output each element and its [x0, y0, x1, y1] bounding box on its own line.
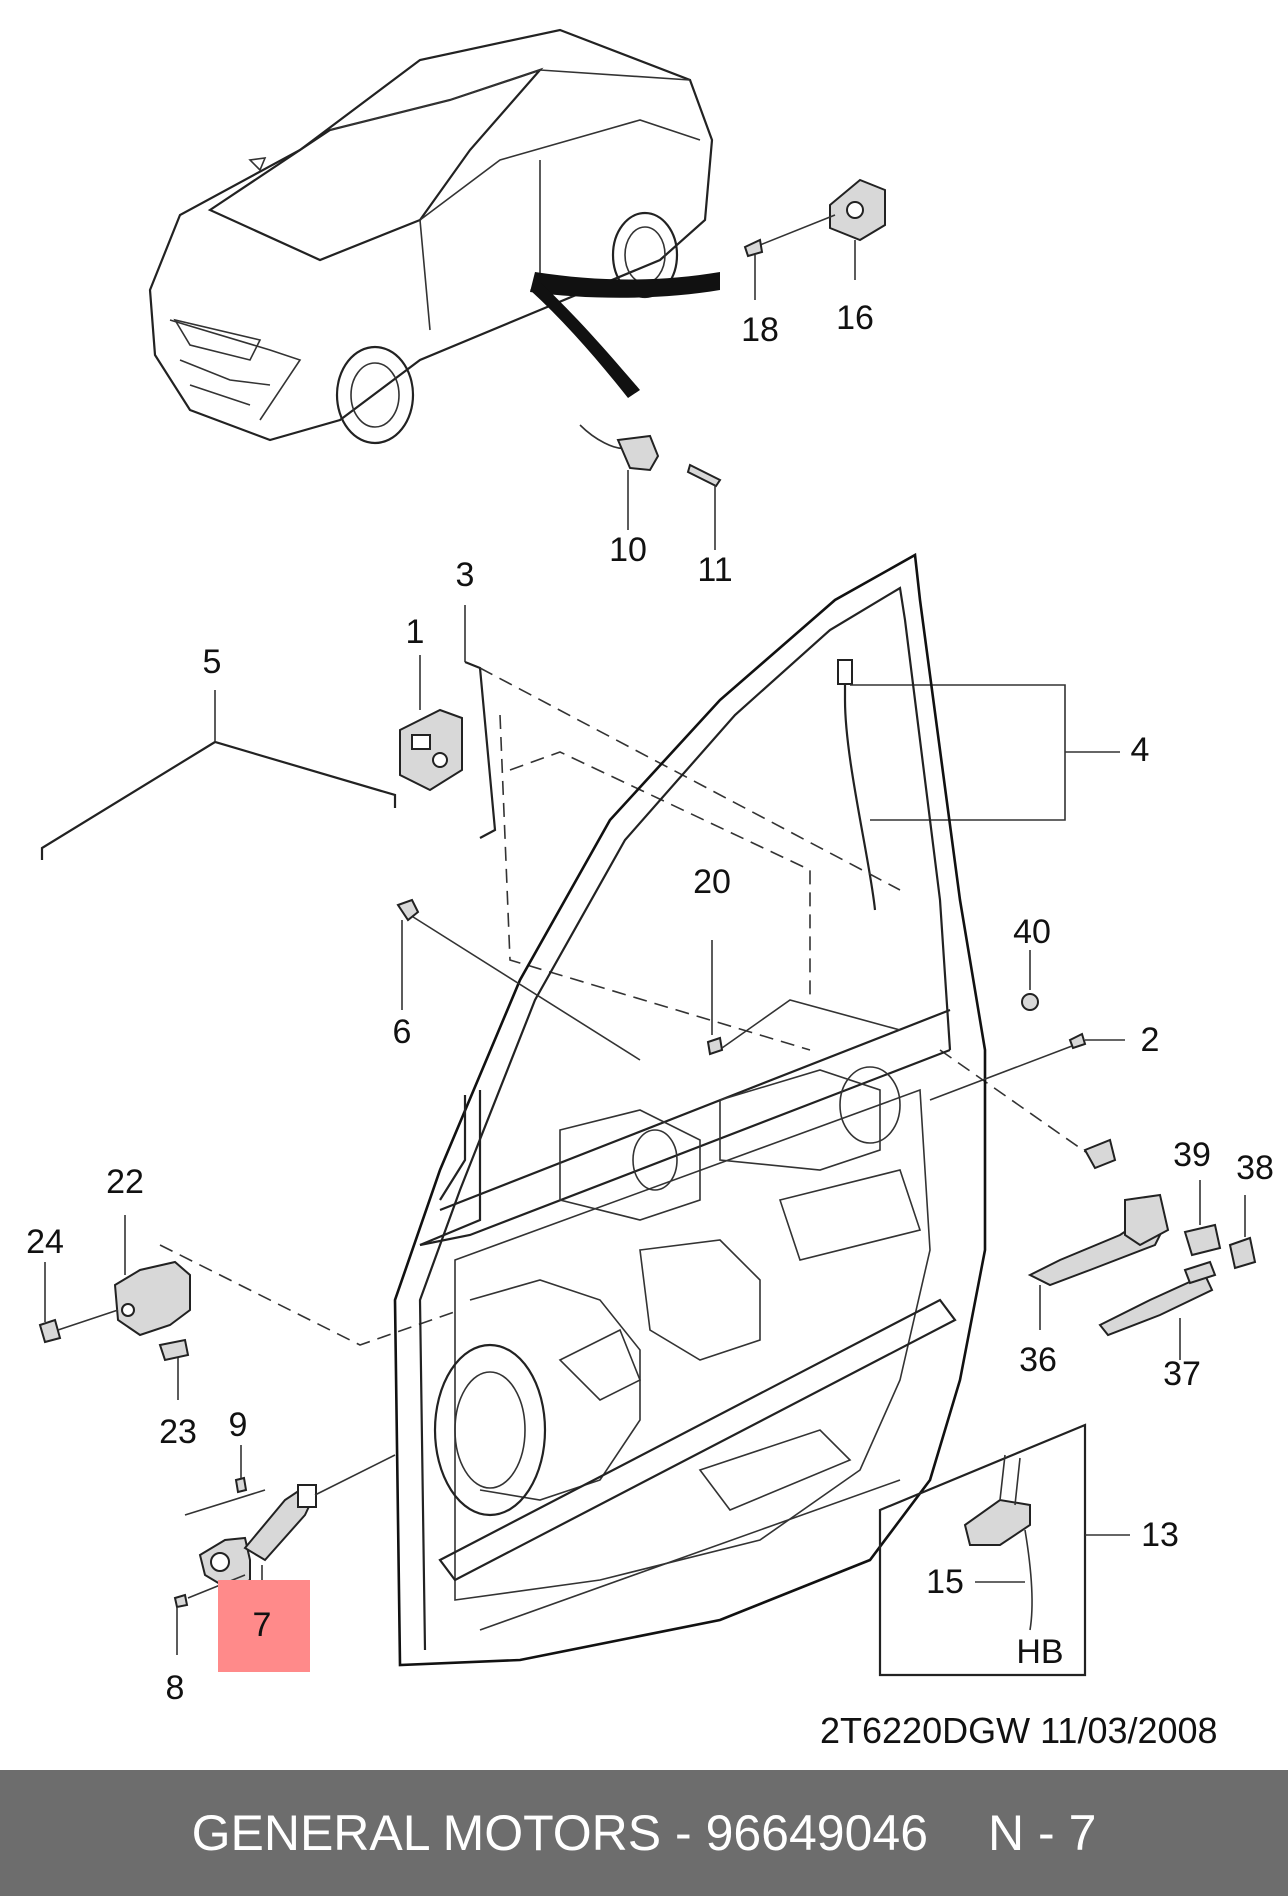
door-shell — [393, 552, 987, 1667]
callout-24: 24 — [26, 1223, 64, 1261]
callout-1: 1 — [405, 613, 425, 651]
part-1-latch — [399, 655, 463, 792]
part-16-hinge — [743, 178, 886, 300]
callout-6: 6 — [392, 1013, 412, 1051]
part-40-nut — [1021, 993, 1039, 1011]
callout-8: 8 — [165, 1669, 185, 1707]
car-overview-illustration — [148, 28, 720, 445]
part-10-switch — [579, 424, 722, 550]
part-6-clip — [396, 898, 420, 922]
callout-16: 16 — [836, 299, 874, 337]
part-22-hinge — [38, 1215, 191, 1400]
footer-separator: - — [661, 1805, 706, 1861]
callout-7: 7 — [252, 1606, 272, 1644]
selected-part-highlight — [218, 1580, 310, 1672]
part-4-rod — [837, 659, 1120, 911]
callout-hb: HB — [1016, 1633, 1064, 1671]
part-2-bolt — [1068, 1032, 1087, 1050]
door-exploded-diagram — [38, 28, 1257, 1677]
callout-23: 23 — [159, 1413, 197, 1451]
part-3-channel — [464, 660, 497, 839]
callout-39: 39 — [1173, 1136, 1211, 1174]
callout-37: 37 — [1163, 1355, 1201, 1393]
document-code: 2T6220DGW 11/03/2008 — [820, 1710, 1218, 1751]
footer-brand: GENERAL MOTORS — [191, 1805, 662, 1861]
callout-36: 36 — [1019, 1341, 1057, 1379]
callout-5: 5 — [202, 643, 222, 681]
callout-11: 11 — [697, 551, 733, 589]
callout-18: 18 — [741, 311, 779, 349]
callout-10: 10 — [609, 531, 647, 569]
part-20-bolt — [706, 1036, 724, 1056]
part-5-rod — [40, 740, 397, 860]
callout-40: 40 — [1013, 913, 1051, 951]
callout-3: 3 — [455, 556, 475, 594]
callout-38: 38 — [1236, 1149, 1274, 1187]
callout-2: 2 — [1140, 1021, 1160, 1059]
footer-part-number: 96649046 — [705, 1805, 929, 1861]
callout-22: 22 — [106, 1163, 144, 1201]
footer-bar: GENERAL MOTORS - 96649046 N - 7 — [0, 1770, 1288, 1896]
callout-15: 15 — [926, 1563, 964, 1601]
inset-box — [878, 1423, 1130, 1677]
part-7-door-check — [173, 1445, 396, 1655]
callout-4: 4 — [1130, 731, 1150, 769]
callout-20: 20 — [693, 863, 731, 901]
callout-9: 9 — [228, 1406, 248, 1444]
footer-page: N - 7 — [988, 1805, 1097, 1861]
callout-13: 13 — [1141, 1516, 1179, 1554]
outer-handle-parts — [1027, 1138, 1257, 1360]
